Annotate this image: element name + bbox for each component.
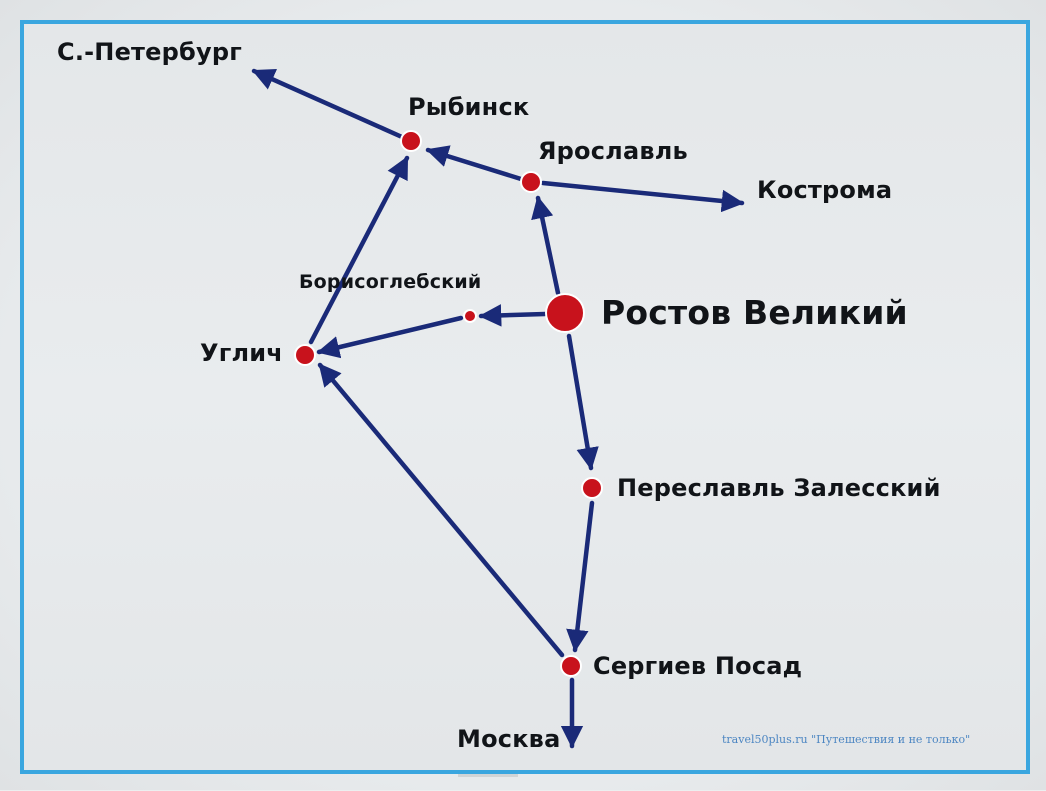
route-pereslavl-sergiev xyxy=(566,500,595,653)
city-label-rybinsk: Рыбинск xyxy=(408,93,530,121)
city-dot-uglich xyxy=(294,344,316,366)
route-borisoglebsky-uglich xyxy=(316,315,464,359)
city-label-yaroslavl: Ярославль xyxy=(538,137,688,165)
route-rostov-yaroslavl xyxy=(531,195,561,296)
city-dot-rybinsk xyxy=(400,130,422,152)
route-sergiev-uglich xyxy=(317,362,565,658)
cropped-rule-fragment xyxy=(458,774,518,791)
city-dot-borisoglebsky xyxy=(463,309,477,323)
city-label-moskva: Москва xyxy=(457,725,561,753)
route-rostov-pereslavl xyxy=(566,333,599,471)
city-label-rostov: Ростов Великий xyxy=(601,293,908,332)
city-label-borisoglebsky: Борисоглебский xyxy=(299,271,482,293)
city-label-pereslavl: Переславль Залесский xyxy=(617,474,941,502)
city-dots xyxy=(294,130,603,677)
city-dot-pereslavl xyxy=(581,477,603,499)
watermark-text: travel50plus.ru "Путешествия и не только… xyxy=(722,733,971,746)
city-label-spb: С.-Петербург xyxy=(57,38,242,66)
route-rybinsk-spb xyxy=(251,68,405,140)
route-lines xyxy=(251,68,745,749)
city-dot-sergiev xyxy=(560,655,582,677)
map-frame xyxy=(20,20,1030,774)
city-dot-yaroslavl xyxy=(520,171,542,193)
city-dot-rostov xyxy=(545,293,585,333)
route-rostov-borisoglebsky xyxy=(478,304,548,327)
route-yaroslavl-kostroma xyxy=(540,180,745,213)
city-label-kostroma: Кострома xyxy=(757,176,893,204)
city-label-uglich: Углич xyxy=(200,339,283,367)
route-yaroslavl-rybinsk xyxy=(425,145,524,182)
route-uglich-rybinsk xyxy=(308,155,410,345)
city-label-sergiev: Сергиев Посад xyxy=(593,652,803,680)
